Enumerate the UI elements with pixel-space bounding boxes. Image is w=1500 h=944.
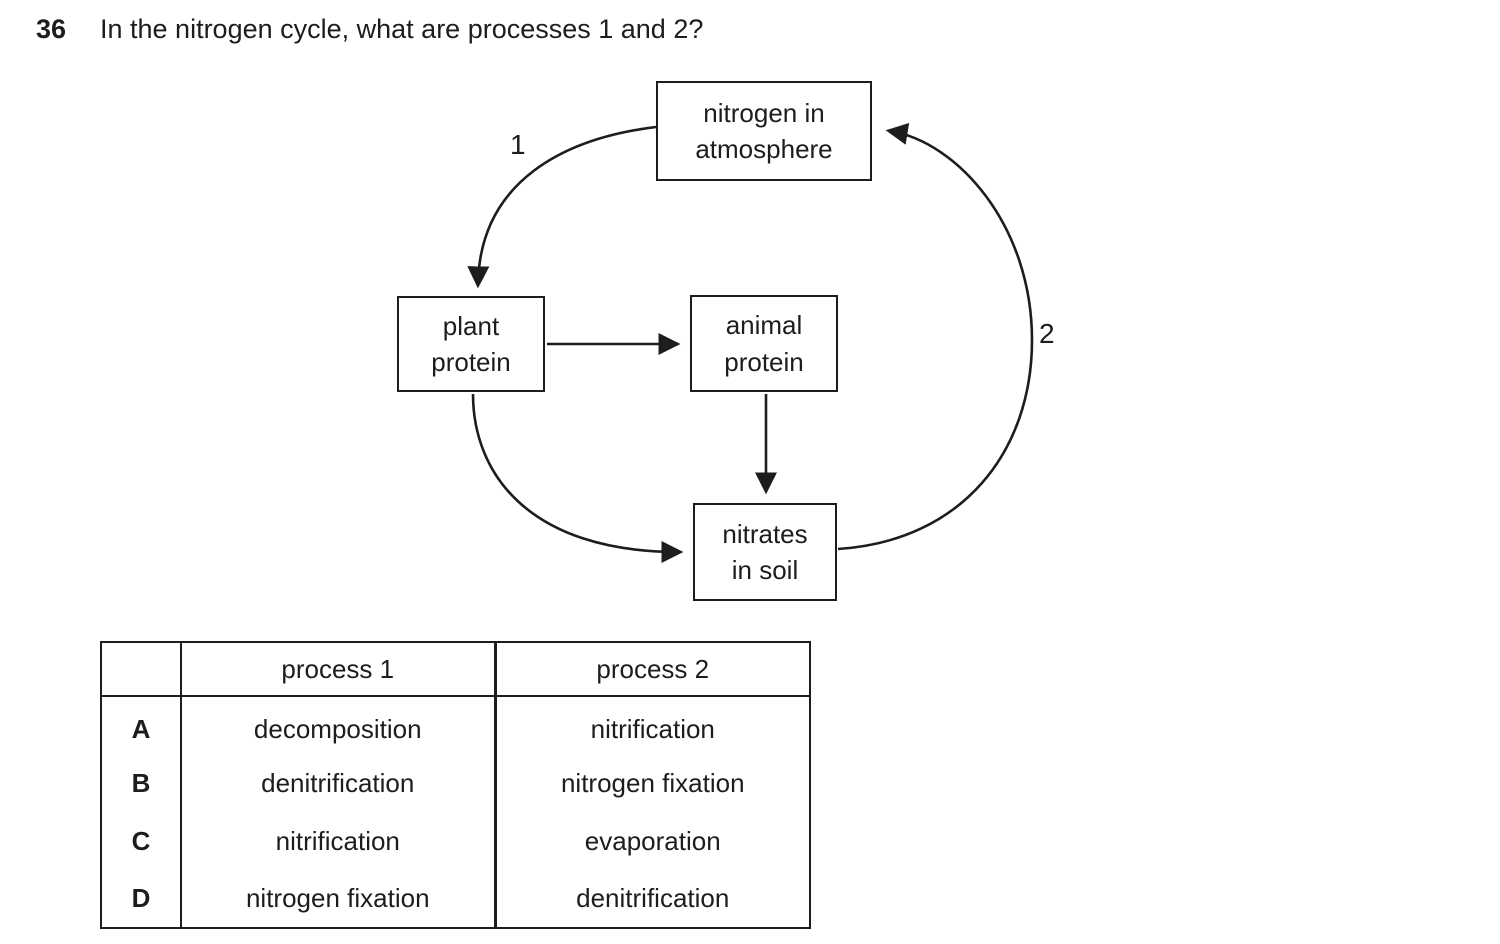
table-row-option-d: D nitrogen fixation denitrification: [101, 870, 810, 928]
option-process-2: evaporation: [493, 812, 810, 870]
process-2-label: 2: [1039, 318, 1055, 349]
table-header-process-1: process 1: [180, 642, 495, 697]
process-1-label: 1: [510, 129, 526, 160]
table-row-option-a: A decomposition nitrification: [101, 696, 810, 754]
table-row-option-c: C nitrification evaporation: [101, 812, 810, 870]
question-header: 36 In the nitrogen cycle, what are proce…: [36, 13, 703, 45]
table-corner-cell: [101, 642, 181, 697]
option-letter: C: [131, 825, 151, 856]
option-letter: D: [131, 883, 151, 913]
table-header-process-2: process 2: [493, 642, 810, 697]
option-letter: B: [131, 767, 151, 798]
option-process-2: nitrogen fixation: [493, 754, 810, 812]
diagram-box-plant-protein: plant protein: [397, 296, 545, 392]
arrow-plant-to-nitrates: [471, 393, 684, 564]
option-process-1: denitrification: [180, 754, 495, 812]
table-row-option-b: B denitrification nitrogen fixation: [101, 754, 810, 812]
diagram-box-nitrates-in-soil: nitrates in soil: [693, 503, 837, 601]
arrow-nitrates-to-atmosphere: [837, 122, 1034, 551]
option-process-1: decomposition: [180, 696, 495, 754]
option-process-1: nitrification: [180, 812, 495, 870]
arrow-atmosphere-to-plant: [467, 125, 657, 289]
answer-options-table: process 1 process 2 A decomposition nitr…: [100, 641, 811, 929]
option-process-2: nitrification: [493, 696, 810, 754]
option-process-2: denitrification: [493, 870, 810, 928]
option-process-1: nitrogen fixation: [180, 870, 495, 928]
diagram-box-animal-protein: animal protein: [690, 295, 838, 392]
diagram-box-nitrogen-in-atmosphere: nitrogen in atmosphere: [656, 81, 872, 181]
question-number: 36: [36, 14, 67, 44]
option-letter: A: [131, 714, 151, 744]
table-header-row: process 1 process 2: [101, 642, 810, 697]
question-text: In the nitrogen cycle, what are processe…: [100, 14, 704, 44]
